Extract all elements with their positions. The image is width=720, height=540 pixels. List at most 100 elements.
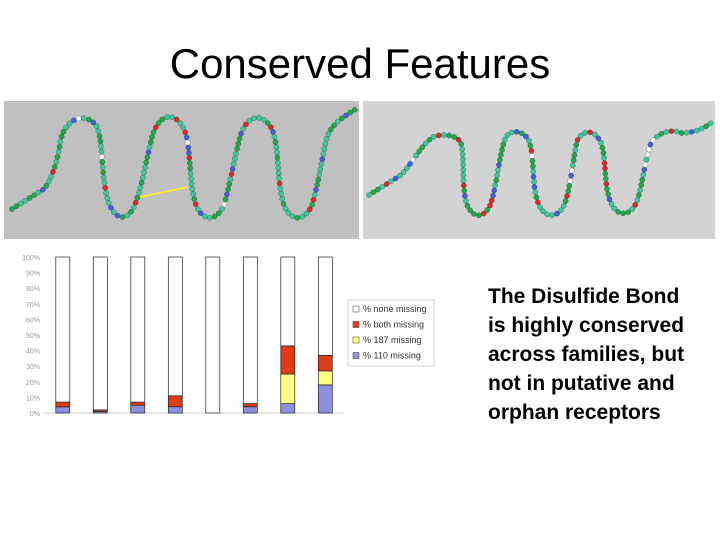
residue-dot — [276, 171, 281, 176]
residue-dot — [143, 165, 148, 170]
residue-dot — [535, 200, 540, 205]
residue-dot — [323, 141, 328, 146]
residue-dot — [489, 198, 494, 203]
residue-dot — [135, 195, 140, 200]
chart-axes: 0%10%20%30%40%50%60%70%80%90%100% — [22, 255, 344, 418]
chart-legend: % none missing% both missing% 187 missin… — [348, 300, 434, 366]
residue-dot — [699, 126, 704, 131]
residue-dot — [461, 173, 466, 178]
residue-dot — [9, 206, 14, 211]
residue-dot — [202, 214, 207, 219]
y-tick-label: 30% — [26, 364, 40, 371]
residue-dot — [574, 142, 579, 147]
snake-plot-left — [4, 101, 359, 239]
residue-dot — [689, 129, 694, 134]
residue-dot — [311, 197, 316, 202]
residue-dot — [102, 180, 107, 185]
residue-dot — [151, 130, 156, 135]
residue-dot — [108, 205, 113, 210]
residue-dot — [498, 152, 503, 157]
residue-dot — [207, 215, 212, 220]
residue-dot — [570, 163, 575, 168]
residue-dot — [136, 190, 141, 195]
residue-dot — [533, 190, 538, 195]
slide-title: Conserved Features — [0, 40, 720, 88]
residue-dot — [316, 177, 321, 182]
residue-dot — [274, 145, 279, 150]
residue-dot — [229, 172, 234, 177]
bar-segment — [93, 257, 107, 410]
residue-dot — [223, 197, 228, 202]
residue-dot — [573, 147, 578, 152]
residue-dot — [490, 193, 495, 198]
residue-dot — [189, 181, 194, 186]
residue-dot — [190, 186, 195, 191]
residue-dot — [160, 117, 165, 122]
residue-dot — [227, 182, 232, 187]
residue-dot — [317, 172, 322, 177]
residue-dot — [101, 175, 106, 180]
residue-dot — [228, 177, 233, 182]
residue-dot — [312, 192, 317, 197]
residue-dot — [603, 176, 608, 181]
residue-dot — [635, 198, 640, 203]
residue-dot — [493, 183, 498, 188]
residue-dot — [55, 154, 60, 159]
residue-dot — [106, 200, 111, 205]
residue-dot — [530, 159, 535, 164]
residue-dot — [76, 116, 81, 121]
residue-dot — [459, 141, 464, 146]
residue-dot — [186, 150, 191, 155]
bar-segment — [206, 257, 220, 413]
residue-dot — [59, 134, 64, 139]
residue-dot — [643, 162, 648, 167]
residue-dot — [186, 145, 191, 150]
residue-dot — [460, 147, 465, 152]
residue-dot — [621, 211, 626, 216]
residue-dot — [545, 212, 550, 217]
residue-dot — [529, 148, 534, 153]
residue-dot — [181, 125, 186, 130]
residue-dot — [375, 187, 380, 192]
residue-dot — [571, 158, 576, 163]
residue-dot — [101, 170, 106, 175]
residue-dot — [684, 130, 689, 135]
residue-dot — [307, 207, 312, 212]
residue-dot — [237, 136, 242, 141]
residue-dot — [133, 200, 138, 205]
y-tick-label: 80% — [26, 286, 40, 293]
residue-dot — [149, 134, 154, 139]
bar-segment — [281, 257, 295, 346]
residue-dot — [441, 132, 446, 137]
residue-dot — [460, 152, 465, 157]
residue-dot — [530, 164, 535, 169]
residue-dot — [145, 155, 150, 160]
residue-dot — [447, 133, 452, 138]
residue-dot — [18, 201, 23, 206]
residue-dot — [81, 116, 86, 121]
residue-dot — [56, 149, 61, 154]
residue-dot — [569, 173, 574, 178]
bar-segment — [168, 257, 182, 396]
residue-dot — [233, 151, 238, 156]
y-tick-label: 40% — [26, 349, 40, 356]
residue-dot — [272, 134, 277, 139]
residue-dot — [534, 195, 539, 200]
residue-dot — [86, 117, 91, 122]
bar-segment — [131, 257, 145, 402]
residue-dot — [144, 160, 149, 165]
residue-dot — [256, 115, 261, 120]
y-tick-label: 20% — [26, 380, 40, 387]
residue-dot — [531, 174, 536, 179]
residue-dot — [52, 164, 57, 169]
residue-dot — [528, 143, 533, 148]
residue-dot — [273, 139, 278, 144]
residue-dot — [268, 125, 273, 130]
legend-swatch — [353, 337, 359, 343]
residue-dot — [388, 179, 393, 184]
residue-dot — [598, 140, 603, 145]
residue-dot — [532, 184, 537, 189]
residue-dot — [49, 174, 54, 179]
residue-dot — [495, 173, 500, 178]
residue-dot — [99, 149, 104, 154]
